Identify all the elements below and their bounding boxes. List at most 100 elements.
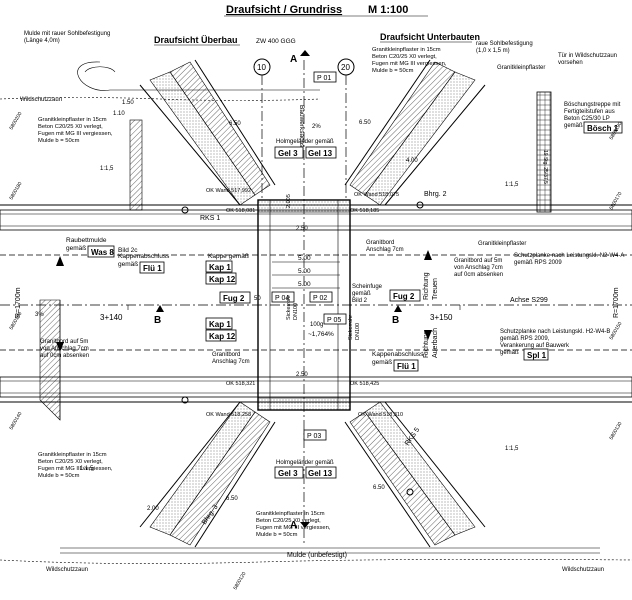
svg-text:Fug 2: Fug 2 bbox=[223, 294, 245, 303]
grade-100g: 100g bbox=[310, 322, 323, 328]
kappe-note: Kappe gemäß bbox=[208, 253, 249, 260]
rks1-label: RKS 1 bbox=[200, 215, 220, 222]
survey-mark: 5800140 bbox=[9, 411, 24, 431]
subtitle-unterbauten: Draufsicht Unterbauten bbox=[380, 32, 480, 42]
svg-text:P 04: P 04 bbox=[275, 295, 289, 302]
granitkleinpflaster-label-mid: Granitkleinpflaster bbox=[478, 241, 526, 247]
svg-text:Flü 1: Flü 1 bbox=[143, 264, 162, 273]
survey-mark: 5800130 bbox=[609, 421, 624, 441]
svg-text:P 01: P 01 bbox=[317, 75, 331, 82]
dim-110: 1.10 bbox=[113, 111, 125, 117]
granitbord-anschlag-bottom: Granitbord Anschlag 7cm bbox=[212, 352, 250, 365]
tag-flue1-left: Flü 1 bbox=[139, 261, 165, 274]
mulde-unbefestigt-label: Mulde (unbefestigt) bbox=[287, 552, 347, 559]
holmgelaender-bottom-note: Holmgeländer gemäß bbox=[276, 460, 334, 466]
slope-1-15-c: 1:1,5 bbox=[80, 466, 94, 472]
bild-2c: Bild 2c bbox=[118, 247, 138, 254]
axis-20-label: 20 bbox=[341, 63, 350, 72]
tag-gel3-top: Gel 3 bbox=[274, 146, 304, 159]
granit-note-top-left: Granitkleinpflaster in 15cm Beton C20/25… bbox=[38, 117, 114, 144]
svg-text:P 05: P 05 bbox=[327, 317, 341, 324]
tag-p01: P 01 bbox=[313, 71, 337, 83]
svg-text:Gel 13: Gel 13 bbox=[308, 149, 333, 158]
tag-flue1-right: Flü 1 bbox=[393, 359, 419, 372]
dim-2005: 2.005 bbox=[286, 194, 292, 208]
svg-text:Bösch 1: Bösch 1 bbox=[587, 124, 619, 133]
wing-wall-top-left bbox=[139, 59, 276, 206]
drawing-scale: M 1:100 bbox=[368, 4, 408, 16]
tag-kap1-bottom: Kap 1 bbox=[205, 317, 233, 330]
wildschutzzaun-bottom-right: Wildschutzzaun bbox=[562, 567, 604, 573]
slope-1-15-a: 1:1,5 bbox=[100, 166, 114, 172]
tag-was8: Was 8 bbox=[87, 245, 115, 258]
bhrg2-label: Bhrg. 2 bbox=[424, 191, 447, 198]
dim-650-top-right: 6.50 bbox=[359, 120, 371, 126]
code-zw: ZW 400 GGG bbox=[256, 38, 296, 45]
slope-1-15-d: 1:1,5 bbox=[505, 446, 519, 452]
left-slope-strip bbox=[129, 119, 143, 211]
radius-left: R=1700m bbox=[15, 287, 22, 318]
section-a-bottom: A bbox=[290, 520, 297, 531]
tag-kap12-bottom: Kap 12 bbox=[205, 329, 237, 342]
wing-wall-bottom-left bbox=[139, 401, 276, 548]
dim-650-bottom-right: 6.50 bbox=[373, 485, 385, 491]
dim-500-c: 5.00 bbox=[298, 281, 311, 288]
svg-text:19 Stg. 25/37,5: 19 Stg. 25/37,5 bbox=[542, 150, 548, 184]
tag-p02: P 02 bbox=[309, 291, 333, 303]
slope-value: ~1,764% bbox=[308, 331, 334, 338]
axis-10-label: 10 bbox=[257, 63, 266, 72]
svg-text:P 03: P 03 bbox=[307, 433, 321, 440]
tag-gel3-bottom: Gel 3 bbox=[274, 466, 304, 479]
granitkleinpflaster-label-right: Granitkleinpflaster bbox=[497, 65, 545, 71]
slope-1-15-b: 1:1,5 bbox=[505, 182, 519, 188]
tag-gel13-bottom: Gel 13 bbox=[305, 466, 337, 479]
schutzplanke-a-note: Schutzplanke nach Leistungskl. N2-W4-A g… bbox=[514, 253, 626, 266]
dim-500-a: 5.00 bbox=[298, 255, 311, 262]
achse-s299-label: Achse S299 bbox=[510, 297, 548, 304]
ok-1: OK 518,081 bbox=[226, 208, 255, 214]
svg-text:Flü 1: Flü 1 bbox=[397, 362, 416, 371]
granit-note-bottom-left: Granitkleinpflaster in 15cm Beton C20/25… bbox=[38, 452, 114, 479]
station-left: 3+140 bbox=[100, 313, 123, 322]
tag-spl1: Spl 1 bbox=[523, 348, 549, 361]
tag-kap12-top: Kap 12 bbox=[205, 272, 237, 285]
dim-150: 1.50 bbox=[122, 100, 134, 106]
tag-gel13-top: Gel 13 bbox=[305, 146, 337, 159]
wildschutzzaun-bottom-left: Wildschutzzaun bbox=[46, 567, 88, 573]
survey-mark: 5800170 bbox=[609, 191, 624, 211]
svg-text:Gel 3: Gel 3 bbox=[278, 469, 298, 478]
tag-p04: P 04 bbox=[271, 291, 295, 303]
tag-fug2-left: Fug 2 bbox=[219, 291, 251, 304]
road-band-bottom bbox=[0, 376, 632, 398]
survey-mark: 5800160 bbox=[9, 311, 24, 331]
scheinfuge-note: Scheinfuge gemäß Bild 2 bbox=[352, 284, 384, 304]
slope-3pct: 3% bbox=[35, 312, 44, 318]
granit-note-top-right: Granitkleinpflaster in 15cm Beton C20/25… bbox=[372, 47, 448, 74]
section-a-top: A bbox=[290, 54, 297, 65]
dim-650-bottom-left: 6.50 bbox=[226, 496, 238, 502]
svg-text:Kap 1: Kap 1 bbox=[209, 320, 231, 329]
survey-mark: 5800120 bbox=[233, 571, 248, 591]
wildschutzzaun-top: Wildschutzzaun bbox=[20, 97, 62, 103]
svg-text:Gel 3: Gel 3 bbox=[278, 149, 298, 158]
ok-wand-2: OK Wand 518,075 bbox=[354, 192, 399, 198]
dim-500-b: 5.00 bbox=[298, 268, 311, 275]
granitbord-left-note: Granitbord auf 5m von Anschlag 7cm auf 0… bbox=[40, 339, 90, 359]
svg-text:Fug 2: Fug 2 bbox=[393, 292, 415, 301]
dim-200: 2.00 bbox=[147, 506, 159, 512]
wing-wall-bottom-right bbox=[344, 401, 486, 548]
tag-boesch1: Bösch 1 bbox=[583, 121, 623, 134]
svg-text:P 02: P 02 bbox=[313, 295, 327, 302]
road-band-top bbox=[0, 209, 632, 231]
svg-text:Gel 13: Gel 13 bbox=[308, 469, 333, 478]
dim-250b: 2.50 bbox=[296, 372, 308, 378]
dim-050: 50 bbox=[254, 296, 261, 302]
tag-fug2-right: Fug 2 bbox=[389, 289, 421, 302]
tag-p03: P 03 bbox=[303, 429, 327, 441]
